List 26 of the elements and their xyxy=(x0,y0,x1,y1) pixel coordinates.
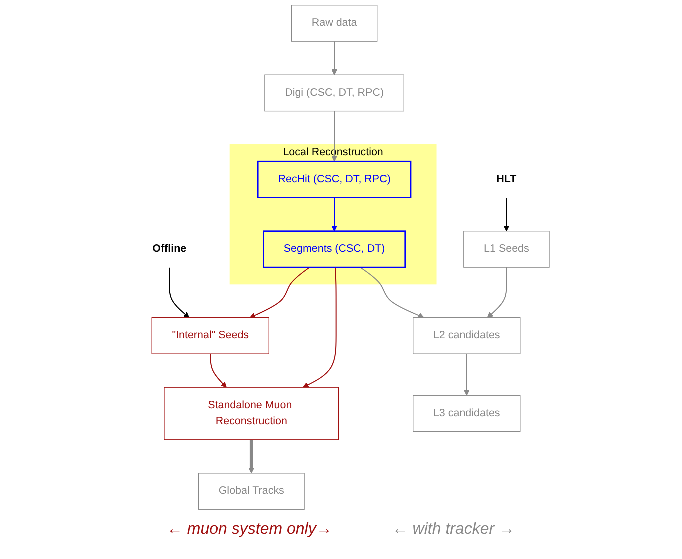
node-text: Offline xyxy=(152,243,187,255)
node-text: HLT xyxy=(496,174,517,186)
node-box: L2 candidates xyxy=(413,318,521,354)
note-text: ← muon system only→ xyxy=(166,521,332,539)
arrow xyxy=(210,354,227,388)
node-box: Standalone Muon Reconstruction xyxy=(164,387,340,440)
node-box: RecHit (CSC, DT, RPC) xyxy=(257,160,412,198)
arrow xyxy=(248,440,255,474)
note-text: ← with tracker → xyxy=(392,521,516,539)
node-box: Raw data xyxy=(291,5,378,42)
arrow xyxy=(332,42,338,76)
node-box: Segments (CSC, DT) xyxy=(263,230,406,268)
arrow xyxy=(332,111,338,162)
node-box: L1 Seeds xyxy=(464,231,550,268)
arrow xyxy=(169,268,190,318)
node-box: Global Tracks xyxy=(198,473,305,510)
arrow xyxy=(487,268,508,318)
arrow xyxy=(504,198,510,232)
arrow xyxy=(302,268,337,388)
arrow xyxy=(332,198,338,232)
arrow xyxy=(250,267,310,318)
arrow xyxy=(360,267,424,318)
node-box: "Internal" Seeds xyxy=(152,318,270,354)
node-box: L3 candidates xyxy=(413,395,521,432)
arrow xyxy=(464,354,470,396)
node-box: Digi (CSC, DT, RPC) xyxy=(264,74,404,112)
